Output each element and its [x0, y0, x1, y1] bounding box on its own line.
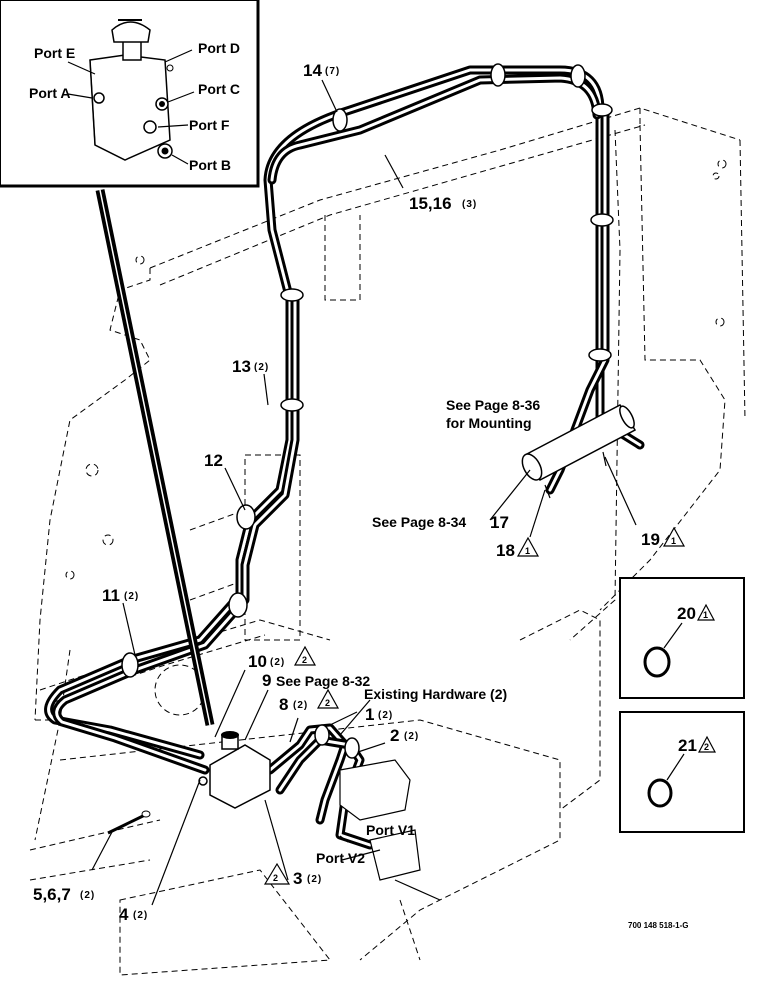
callout-4-qty: (2) [133, 910, 148, 921]
ref-8-34: See Page 8-34 [372, 514, 466, 530]
ref-8-36-line2: for Mounting [446, 415, 532, 431]
callout-3-note: 2 [273, 873, 278, 883]
callout-3-qty: (2) [307, 874, 322, 885]
port-v2-label: Port V2 [316, 850, 365, 866]
callout-21-note: 2 [704, 742, 709, 752]
callout-13-qty: (2) [254, 362, 269, 373]
hydraulic-hose-second [52, 73, 610, 775]
callout-8-note: 2 [325, 698, 330, 708]
callout-11-qty: (2) [124, 591, 139, 602]
bolt-567 [107, 810, 151, 835]
callout-9: 9 [262, 671, 271, 690]
callout-14-qty: (7) [325, 66, 340, 77]
callout-labels: 14 (7) 15,16 (3) 13 (2) 12 11 (2) 10 (2)… [33, 61, 689, 930]
port-a-label: Port A [29, 85, 70, 101]
hose-clamps [121, 63, 614, 759]
callout-20: 20 [677, 604, 696, 623]
port-b-label: Port B [189, 157, 231, 173]
callout-14: 14 [303, 61, 322, 80]
callout-9-ref: See Page 8-32 [276, 673, 370, 689]
inset-pointer [95, 189, 215, 726]
ref-8-36-line1: See Page 8-36 [446, 397, 540, 413]
port-e-label: Port E [34, 45, 75, 61]
callout-17: 17 [490, 513, 509, 532]
callout-18-note: 1 [525, 546, 530, 556]
callout-5-6-7-qty: (2) [80, 890, 95, 901]
callout-1-qty: (2) [378, 710, 393, 721]
callout-19-note: 1 [671, 536, 676, 546]
seal-box-20: 20 1 [619, 577, 745, 699]
callout-12: 12 [204, 451, 223, 470]
callout-10-qty: (2) [270, 657, 285, 668]
port-d-label: Port D [198, 40, 240, 56]
callout-5-6-7: 5,6,7 [33, 885, 71, 904]
callout-21: 21 [678, 736, 697, 755]
callout-2-qty: (2) [404, 731, 419, 742]
callout-15-16-qty: (3) [462, 199, 477, 210]
callout-19: 19 [641, 530, 660, 549]
callout-8: 8 [279, 695, 288, 714]
valve-port-inset: Port E Port D Port A Port C Port F Port … [0, 0, 260, 188]
callout-4: 4 [119, 905, 129, 924]
drawing-number: 700 148 518-1-G [628, 921, 689, 930]
callout-2: 2 [390, 726, 399, 745]
callout-1: 1 [365, 705, 374, 724]
port-v1-label: Port V1 [366, 822, 415, 838]
existing-hardware-label: Existing Hardware (2) [364, 686, 507, 702]
selector-valve [198, 731, 271, 809]
callout-3: 3 [293, 869, 302, 888]
callout-10: 10 [248, 652, 267, 671]
callout-10-note: 2 [302, 655, 307, 665]
callout-18: 18 [496, 541, 515, 560]
port-c-label: Port C [198, 81, 240, 97]
seal-box-21: 21 2 [619, 711, 745, 833]
callout-15-16: 15,16 [409, 194, 452, 213]
callout-11: 11 [102, 586, 120, 605]
callout-20-note: 1 [703, 610, 708, 620]
callout-leaders [91, 79, 637, 906]
callout-8-qty: (2) [293, 700, 308, 711]
control-valve-v [339, 759, 441, 901]
callout-13: 13 [232, 357, 251, 376]
port-f-label: Port F [189, 117, 230, 133]
